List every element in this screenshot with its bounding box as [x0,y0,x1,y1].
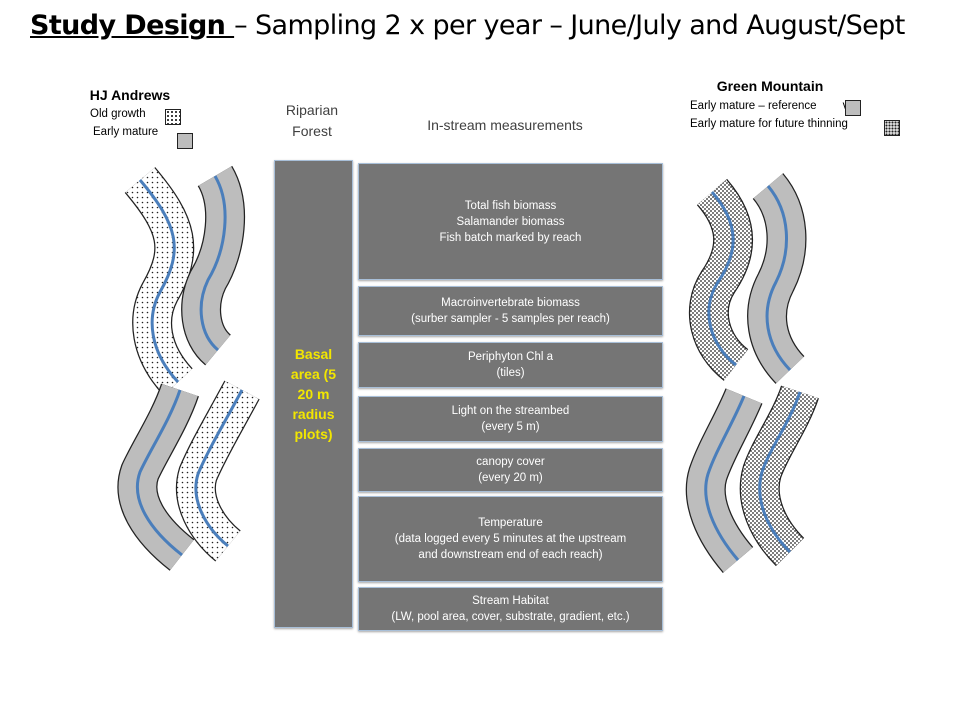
title-underlined: Study Design [30,10,235,41]
hj-old-growth-swatch [165,109,181,125]
gm-upper-left-reach [688,178,754,381]
measurement-box-habitat: Stream Habitat (LW, pool area, cover, su… [358,587,663,631]
measurement-text: Light on the streambed (every 5 m) [451,405,570,433]
measurement-text: Total fish biomass Salamander biomass Fi… [439,199,582,244]
measurement-box-temperature: Temperature (data logged every 5 minutes… [358,496,663,582]
measurement-text: Stream Habitat (LW, pool area, cover, su… [391,595,630,623]
gm-upper-right-reach [747,173,807,384]
page-title: Study Design – Sampling 2 x per year – J… [30,10,905,41]
hj-legend-label-1: Old growth [90,108,146,120]
hj-lower-left-reach [117,383,199,571]
gm-reference-swatch [845,100,861,116]
basal-area-bar: Basal area (5 20 m radius plots) [274,160,353,628]
gm-legend-label-1: Early mature – reference [690,100,817,112]
measurement-box-light: Light on the streambed (every 5 m) [358,396,663,442]
hj-upper-left-reach [124,167,195,396]
riparian-forest-header: Riparian Forest [285,102,339,139]
measurement-box-canopy: canopy cover (every 20 m) [358,448,663,492]
gm-legend-line-2: Early mature for future thinning [690,118,848,130]
measurement-box-periphyton: Periphyton Chl a (tiles) [358,342,663,388]
hj-lower-right-reach [175,380,260,562]
measurement-box-macroinvertebrate: Macroinvertebrate biomass (surber sample… [358,286,663,336]
hj-legend-line-2: Early mature [93,126,159,138]
hj-andrews-title: HJ Andrews [89,87,171,103]
instream-measurements-header: In-stream measurements [427,117,583,133]
green-mountain-title: Green Mountain [716,78,824,94]
hj-early-mature-swatch [177,133,193,149]
gm-lower-left-reach [685,388,763,574]
measurement-text: canopy cover (every 20 m) [476,456,545,484]
title-rest: – Sampling 2 x per year – June/July and … [234,10,905,41]
measurement-text: Periphyton Chl a (tiles) [467,351,554,379]
gm-lower-right-reach [739,385,819,567]
hj-upper-right-reach [181,165,245,366]
gm-thinning-swatch [884,120,900,136]
gm-legend-line-1: Early mature – referencevs [690,100,854,112]
measurement-box-fish: Total fish biomass Salamander biomass Fi… [358,163,663,280]
basal-area-label: Basal area (5 20 m radius plots) [290,346,337,442]
measurement-text: Temperature (data logged every 5 minutes… [394,517,627,561]
measurement-text: Macroinvertebrate biomass (surber sample… [411,297,610,325]
